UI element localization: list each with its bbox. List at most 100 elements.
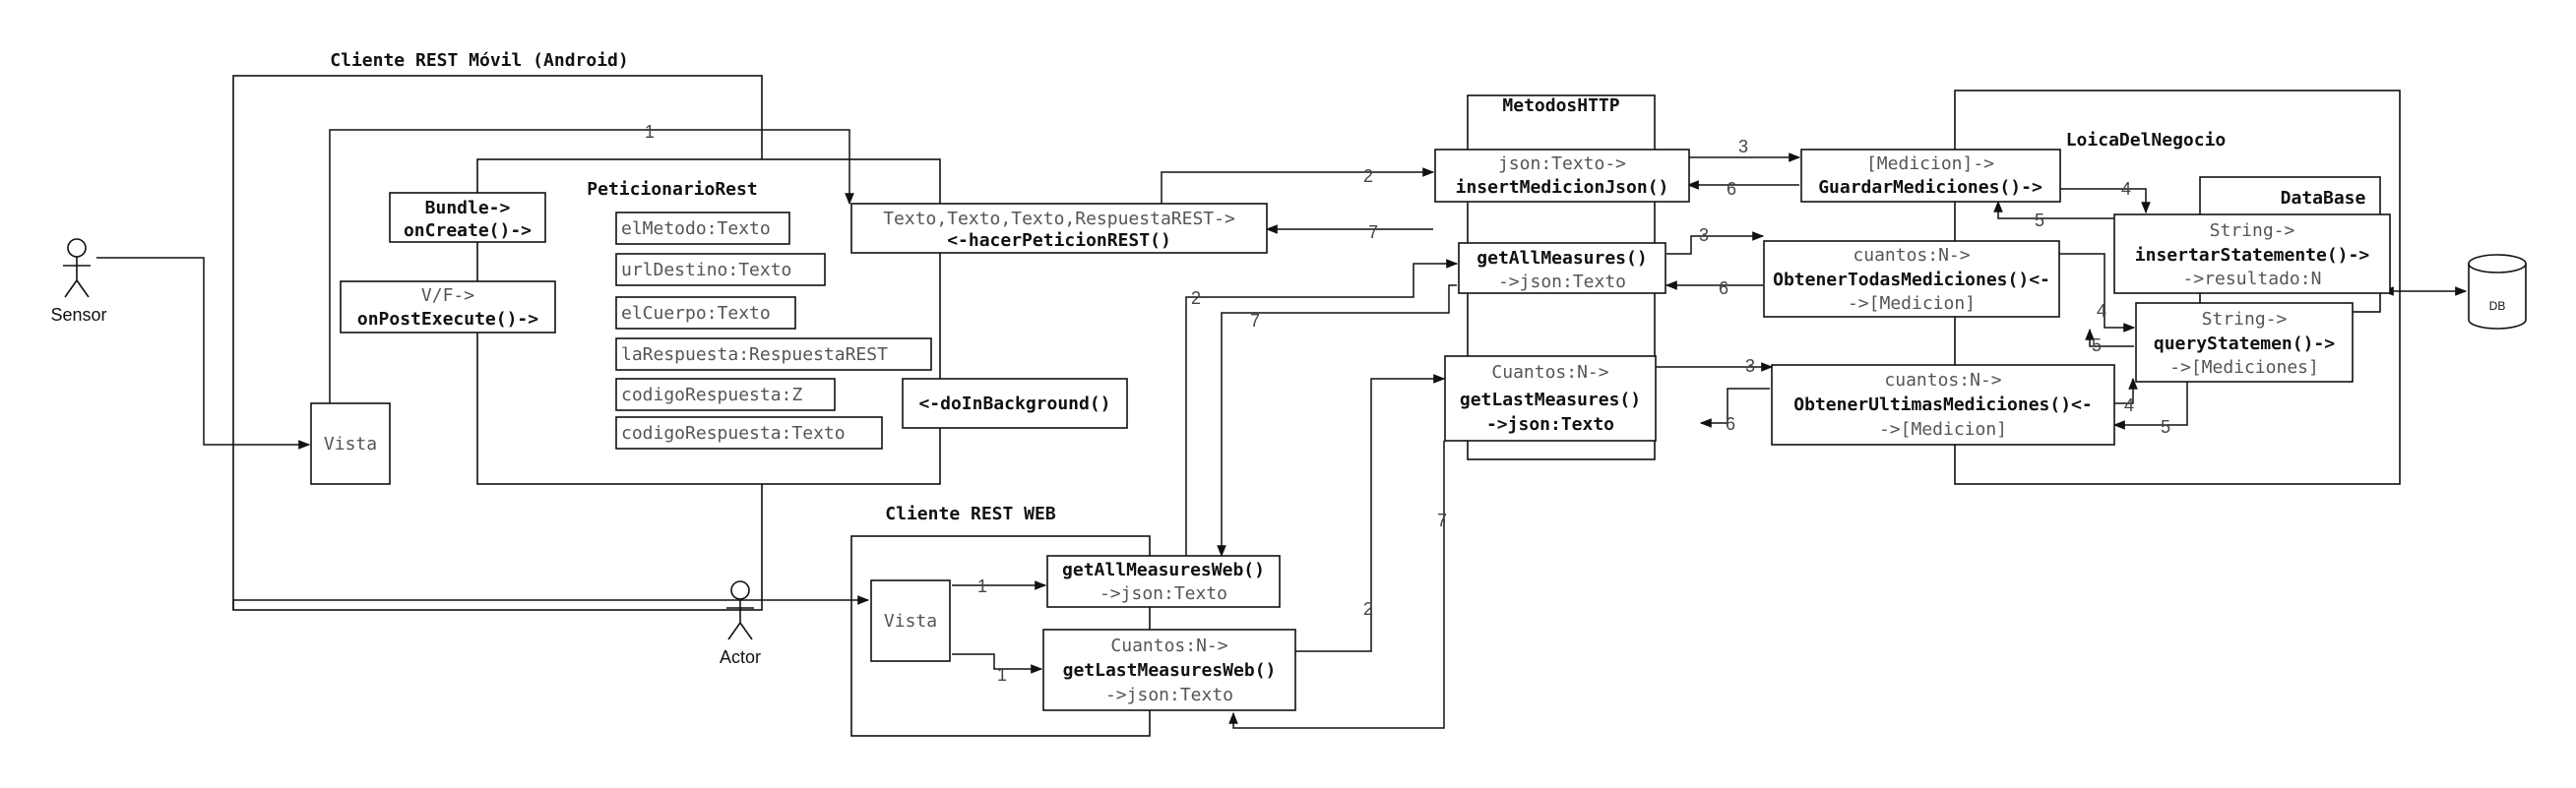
- edge-ultimas-to-last: [1699, 388, 1770, 428]
- vista-movil-box: [310, 402, 391, 485]
- insertar-stmt-box: [2113, 213, 2391, 294]
- logica-title: LoicaDelNegocio: [2066, 130, 2227, 151]
- edge-ultimas-to-query: [2114, 377, 2138, 404]
- attribute-box: [615, 416, 883, 450]
- vista-web-label: Vista: [884, 611, 937, 632]
- attribute-label: laRespuesta:RespuestaREST: [621, 344, 888, 365]
- database-cylinder-label: DB: [2489, 299, 2506, 313]
- hacer-peticion-line2: <-hacerPeticionREST(): [947, 230, 1171, 251]
- post-execute-line1: V/F->: [421, 285, 474, 306]
- edge-last-to-lastweb: [1228, 441, 1445, 729]
- edge-label-2a: 2: [1363, 166, 1373, 186]
- edge-label-5b: 5: [2092, 335, 2102, 355]
- post-execute-line2: onPostExecute()->: [357, 309, 538, 330]
- cliente-web-title: Cliente REST WEB: [885, 504, 1056, 524]
- attribute-label: codigoRespuesta:Z: [621, 385, 802, 405]
- peticionario-title: PeticionarioRest: [587, 179, 757, 200]
- do-in-background-label: <-doInBackground(): [918, 394, 1110, 414]
- edge-query-to-ultimas: [2112, 382, 2188, 430]
- edge-actor-to-vista-web: [232, 595, 870, 610]
- attribute-box: [615, 296, 796, 330]
- hacer-peticion-line1: Texto,Texto,Texto,RespuestaREST->: [883, 209, 1235, 229]
- attribute-label: urlDestino:Texto: [621, 260, 791, 280]
- edge-label-7b: 7: [1250, 311, 1260, 331]
- get-all-box: [1458, 242, 1666, 294]
- attribute-box: [615, 337, 932, 371]
- edge-vista-to-peticion: [329, 129, 854, 403]
- vista-web-box: [870, 579, 951, 662]
- insertar-stmt-line2: insertarStatemente()->: [2135, 245, 2370, 266]
- obtener-todas-line2: ObtenerTodasMediciones()<-: [1773, 270, 2050, 290]
- query-stmt-line2: queryStatemen()->: [2154, 333, 2335, 354]
- actor-actor: [726, 580, 754, 640]
- edge-label-6a: 6: [1727, 179, 1736, 199]
- get-last-line3: ->json:Texto: [1486, 414, 1614, 435]
- obtener-todas-line3: ->[Medicion]: [1848, 293, 1976, 314]
- actor-label: Actor: [720, 647, 761, 667]
- obtener-ultimas-box: [1771, 364, 2115, 446]
- guardar-line2: GuardarMediciones()->: [1818, 177, 2042, 198]
- get-last-web-line1: Cuantos:N->: [1110, 636, 1227, 656]
- guardar-box: [1800, 149, 2061, 203]
- edge-label-7c: 7: [1437, 511, 1447, 530]
- edge-allmeasures-to-allweb: [1217, 284, 1457, 558]
- get-last-line2: getLastMeasures(): [1460, 390, 1641, 410]
- edge-label-1b: 1: [977, 576, 987, 596]
- edge-vistaweb-to-lastweb: [952, 653, 1043, 674]
- vista-movil-label: Vista: [324, 434, 377, 455]
- edge-sensor-to-vista: [96, 257, 311, 450]
- edge-insertar-to-guardar: [1993, 200, 2114, 219]
- get-last-box: [1444, 355, 1657, 442]
- bundle-box: [389, 192, 546, 243]
- query-stmt-box: [2135, 302, 2354, 383]
- edge-label-6c: 6: [1726, 414, 1735, 434]
- get-last-web-line2: getLastMeasuresWeb(): [1063, 660, 1277, 681]
- get-last-web-line3: ->json:Texto: [1105, 685, 1233, 705]
- get-all-web-line1: getAllMeasuresWeb(): [1062, 560, 1265, 580]
- metodos-http-title: MetodosHTTP: [1502, 95, 1619, 116]
- database-cylinder-icon: [2468, 254, 2527, 330]
- edge-todas-to-query: [2059, 253, 2136, 333]
- edge-label-4b: 4: [2097, 301, 2106, 321]
- do-in-background-box: [902, 378, 1128, 429]
- insertar-stmt-line1: String->: [2210, 220, 2295, 241]
- edge-label-5c: 5: [2161, 417, 2170, 437]
- edge-label-1c: 1: [997, 665, 1007, 685]
- edge-guardar-to-insertar: [2060, 188, 2151, 214]
- obtener-todas-line1: cuantos:N->: [1853, 245, 1970, 266]
- get-all-web-line2: ->json:Texto: [1100, 583, 1227, 604]
- obtener-ultimas-line1: cuantos:N->: [1884, 370, 2001, 391]
- attribute-label: elMetodo:Texto: [621, 218, 771, 239]
- attribute-label: codigoRespuesta:Texto: [621, 423, 846, 444]
- attribute-box: [615, 212, 790, 245]
- edge-allmeasures-to-todas: [1666, 231, 1765, 255]
- insert-json-line1: json:Texto->: [1498, 153, 1626, 174]
- attribute-box: [615, 378, 836, 411]
- edge-label-2c: 2: [1363, 599, 1373, 619]
- get-all-line2: ->json:Texto: [1498, 272, 1626, 292]
- cliente-movil-title: Cliente REST Móvil (Android): [330, 50, 628, 71]
- edge-label-1: 1: [645, 122, 655, 142]
- obtener-ultimas-line2: ObtenerUltimasMediciones()<-: [1793, 394, 2092, 415]
- attribute-box: [615, 253, 826, 286]
- edge-label-2b: 2: [1191, 288, 1201, 308]
- edge-label-6b: 6: [1719, 278, 1728, 298]
- hacer-peticion-box: [850, 203, 1268, 254]
- query-stmt-line1: String->: [2202, 309, 2288, 330]
- obtener-ultimas-line3: ->[Medicion]: [1879, 419, 2007, 440]
- attribute-label: elCuerpo:Texto: [621, 303, 771, 324]
- database-title: DataBase: [2281, 188, 2366, 209]
- get-all-web-box: [1046, 555, 1281, 608]
- edge-allweb-to-allmeasures: [1185, 259, 1459, 556]
- edge-label-4c: 4: [2124, 395, 2134, 415]
- edge-lastweb-to-last: [1295, 374, 1446, 652]
- get-last-line1: Cuantos:N->: [1491, 362, 1608, 383]
- get-all-line1: getAllMeasures(): [1476, 248, 1647, 269]
- edge-label-3c: 3: [1745, 356, 1755, 376]
- guardar-line1: [Medicion]->: [1866, 153, 1994, 174]
- edge-label-3b: 3: [1699, 225, 1709, 245]
- bundle-line2: onCreate()->: [404, 220, 532, 241]
- edge-label-3a: 3: [1738, 137, 1748, 156]
- edge-peticion-to-insert: [1161, 167, 1435, 204]
